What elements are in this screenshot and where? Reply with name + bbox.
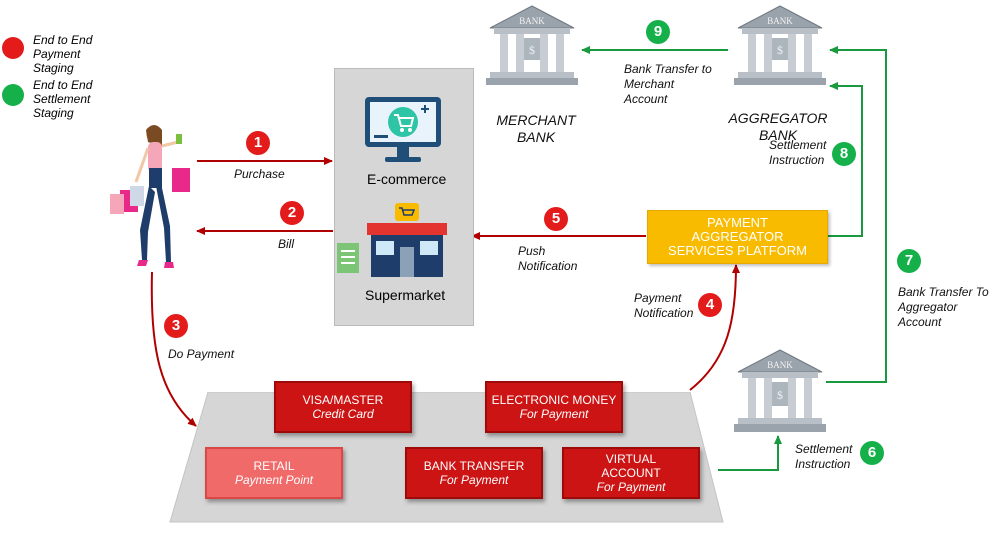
payment-method-title: VISA/MASTER <box>302 393 384 407</box>
step-5-badge: 5 <box>544 207 568 231</box>
payment-method-title: RETAIL <box>253 459 295 473</box>
merchant-bank-icon-text: BANK <box>519 16 545 26</box>
aggregator-bank-icon-text: BANK <box>767 16 793 26</box>
aggregator-bank-icon: BANK $ <box>734 5 826 85</box>
payment-method-virtual-account: VIRTUAL ACCOUNT For Payment <box>562 447 700 499</box>
payment-method-subtitle: Payment Point <box>234 473 314 487</box>
step-6-badge: 6 <box>860 441 884 465</box>
shopper-figure <box>110 125 190 268</box>
payment-method-title: VIRTUAL ACCOUNT <box>601 452 661 480</box>
payment-method-bank-transfer: BANK TRANSFER For Payment <box>405 447 543 499</box>
step-2-badge: 2 <box>280 201 304 225</box>
step-9-label: Bank Transfer to Merchant Account <box>624 62 712 106</box>
step-4-badge: 4 <box>698 293 722 317</box>
legend-settlement-dot <box>2 84 24 106</box>
merchant-bank-icon: BANK $ <box>486 5 578 85</box>
supermarket-label: Supermarket <box>365 287 446 303</box>
payment-method-retail: RETAIL Payment Point <box>205 447 343 499</box>
merchant-bank-label: MERCHANT BANK <box>496 112 576 145</box>
payment-method-title: BANK TRANSFER <box>423 459 525 473</box>
step-7-label: Bank Transfer To Aggregator Account <box>898 285 989 329</box>
ecommerce-monitor-icon <box>365 97 441 162</box>
step-8-badge: 8 <box>832 142 856 166</box>
step-7-badge: 7 <box>897 249 921 273</box>
aggregator-bank-label: AGGREGATOR BANK <box>728 110 828 143</box>
payment-aggregator-platform: PAYMENT AGGREGATOR SERVICES PLATFORM <box>647 210 828 264</box>
step-1-badge: 1 <box>246 131 270 155</box>
step-3-badge: 3 <box>164 314 188 338</box>
ecommerce-label: E-commerce <box>367 171 447 187</box>
svg-text:$: $ <box>777 388 783 402</box>
step-8-label: Settlement Instruction <box>769 138 827 167</box>
svg-text:$: $ <box>777 43 783 57</box>
arrow-payment-notification <box>689 264 740 391</box>
payment-aggregator-platform-label: PAYMENT AGGREGATOR SERVICES PLATFORM <box>668 215 807 258</box>
step-5-label: Push Notification <box>518 244 578 273</box>
step-3-label: Do Payment <box>168 347 235 361</box>
payment-method-subtitle: Credit Card <box>312 407 374 421</box>
arrow-settlement-instruction-bank <box>718 435 782 471</box>
payment-method-visa-master: VISA/MASTER Credit Card <box>274 381 412 433</box>
payment-method-title: ELECTRONIC MONEY <box>491 393 617 407</box>
step-9-badge: 9 <box>646 20 670 44</box>
step-4-label: Payment Notification <box>634 291 694 320</box>
arrow-do-payment <box>150 271 197 427</box>
arrow-transfer-to-aggregator <box>826 46 887 383</box>
payment-method-electronic-money: ELECTRONIC MONEY For Payment <box>485 381 623 433</box>
settlement-bank-icon: BANK $ <box>734 349 826 432</box>
legend-payment-text: End to End Payment Staging <box>33 33 93 75</box>
step-6-label: Settlement Instruction <box>795 442 853 471</box>
arrow-settlement-instruction-aggregator <box>828 82 863 237</box>
step-2-label: Bill <box>278 237 295 251</box>
payment-method-subtitle: For Payment <box>439 473 509 487</box>
settlement-bank-icon-text: BANK <box>767 360 793 370</box>
step-1-label: Purchase <box>234 167 285 181</box>
legend-settlement-text: End to End Settlement Staging <box>33 78 93 120</box>
legend-payment-dot <box>2 37 24 59</box>
payment-method-subtitle: For Payment <box>596 480 666 494</box>
merchant-panel: E-commerce Supermarket <box>334 68 474 326</box>
svg-text:$: $ <box>529 43 535 57</box>
supermarket-icon <box>337 203 447 277</box>
payment-method-subtitle: For Payment <box>519 407 589 421</box>
